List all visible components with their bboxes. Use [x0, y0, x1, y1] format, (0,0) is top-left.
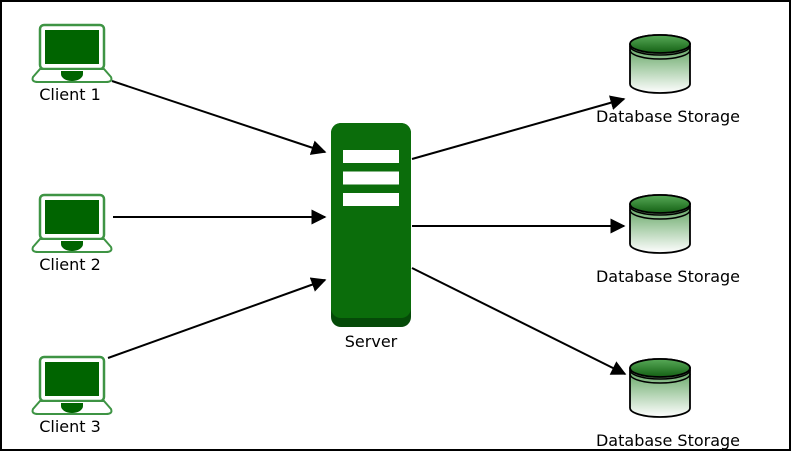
- node-server: Server: [331, 123, 411, 351]
- cylinder-ring-2: [629, 209, 691, 220]
- cylinder-top: [629, 34, 691, 54]
- node-client3: Client 3: [31, 355, 113, 436]
- laptop-touchpad: [61, 403, 83, 413]
- server-label: Server: [345, 332, 398, 351]
- database-cylinder-icon: [629, 194, 691, 254]
- laptop-screen: [45, 362, 99, 396]
- server-slot-3: [343, 193, 399, 206]
- laptop-icon: [31, 193, 113, 253]
- client1-label: Client 1: [39, 85, 101, 104]
- arrow-client3-to-server: [107, 277, 327, 359]
- connectors: [107, 80, 627, 375]
- database3-label: Database Storage: [596, 431, 740, 449]
- node-client2: Client 2: [31, 193, 113, 274]
- client3-label: Client 3: [39, 417, 101, 436]
- node-database2: Database Storage: [596, 194, 740, 286]
- laptop-screen: [45, 30, 99, 64]
- arrow-server-to-database3: [411, 267, 627, 375]
- laptop-icon: [31, 23, 113, 83]
- laptop-touchpad: [61, 71, 83, 81]
- laptop-touchpad: [61, 241, 83, 251]
- node-database3: Database Storage: [596, 358, 740, 449]
- cylinder-ring-1: [629, 369, 691, 380]
- client2-label: Client 2: [39, 255, 101, 274]
- laptop-icon: [31, 355, 113, 415]
- cylinder-ring-2: [629, 373, 691, 384]
- server-slot-2: [343, 171, 399, 185]
- database-cylinder-icon: [629, 34, 691, 94]
- cylinder-top: [629, 358, 691, 378]
- laptop-screen: [45, 200, 99, 234]
- arrow-client1-to-server: [111, 80, 327, 155]
- cylinder-ring-1: [629, 205, 691, 216]
- cylinder-top: [629, 194, 691, 214]
- database1-label: Database Storage: [596, 107, 740, 126]
- arrow-server-to-database1: [411, 95, 626, 160]
- database2-label: Database Storage: [596, 267, 740, 286]
- database-cylinder-icon: [629, 358, 691, 418]
- node-database1: Database Storage: [596, 34, 740, 126]
- server-slot-1: [343, 150, 399, 163]
- cylinder-ring-2: [629, 49, 691, 60]
- cylinder-ring-1: [629, 45, 691, 56]
- node-client1: Client 1: [31, 23, 113, 104]
